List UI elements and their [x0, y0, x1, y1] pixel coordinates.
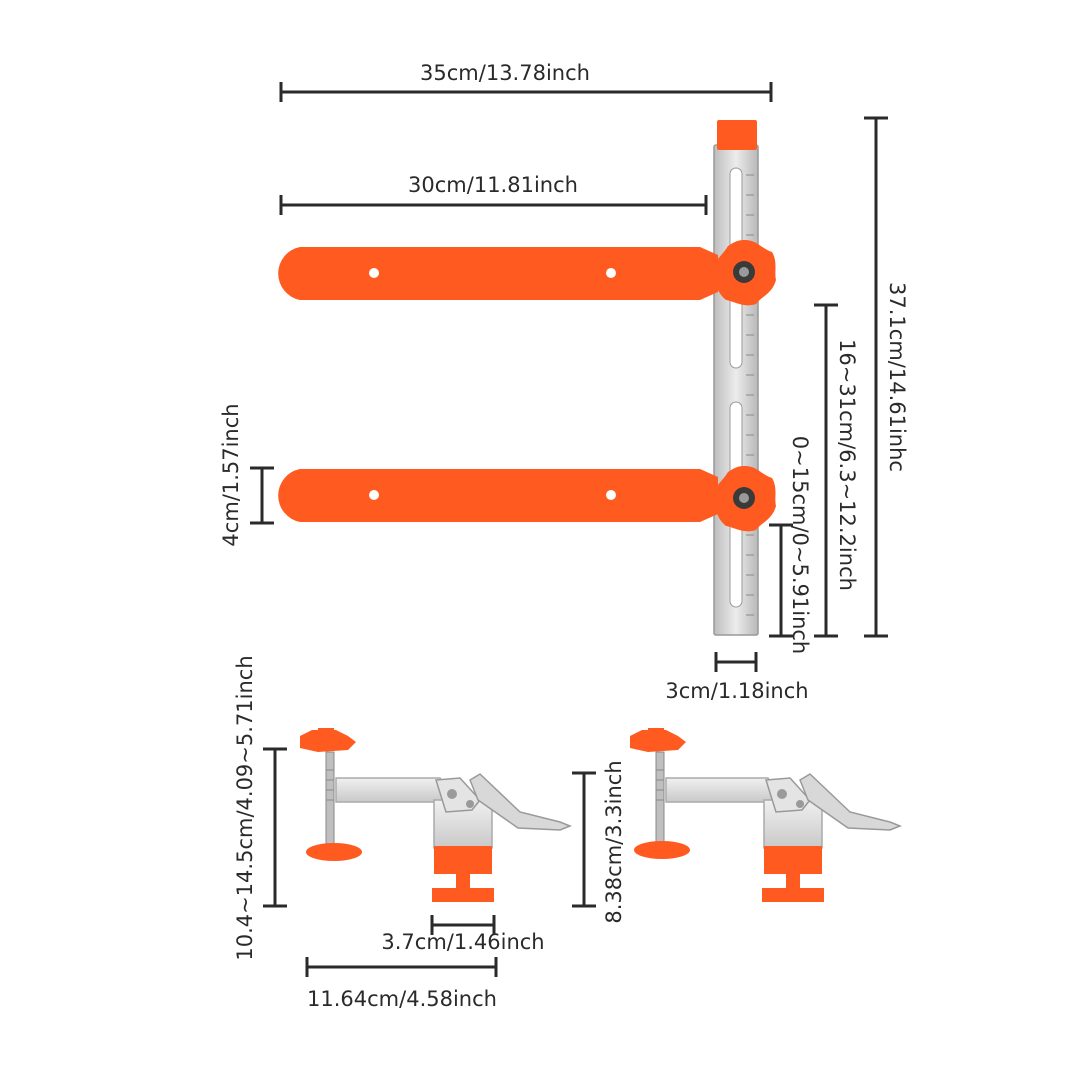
rail-end-cap [717, 120, 757, 150]
label-rail-width: 3cm/1.18inch [665, 679, 808, 703]
dimension-clamp-height-range [263, 747, 287, 908]
label-clamp-height-range: 10.4~14.5cm/4.09~5.71inch [233, 655, 257, 960]
lower-arm [278, 469, 718, 522]
label-overall-width: 35cm/13.78inch [420, 61, 590, 85]
dimension-slide-range [814, 303, 838, 638]
toggle-clamp-left [300, 728, 573, 902]
steel-rail [713, 144, 759, 636]
label-slide-range: 16~31cm/6.3~12.2inch [835, 339, 859, 591]
label-clamp-length: 11.64cm/4.58inch [307, 987, 497, 1011]
label-arm-length: 30cm/11.81inch [408, 173, 578, 197]
dimension-rail-width [714, 652, 758, 672]
upper-arm [278, 247, 718, 300]
dimension-arm-width [250, 466, 274, 525]
label-overall-height: 37.1cm/14.61inhc [885, 282, 909, 472]
toggle-clamp-right [630, 728, 903, 902]
label-lower-range: 0~15cm/0~5.91inch [788, 436, 812, 654]
dimension-overall-height [864, 116, 888, 638]
dimension-clamp-length [305, 957, 498, 977]
label-clamp-height: 8.38cm/3.3inch [602, 760, 626, 923]
lower-knob [712, 466, 776, 532]
upper-knob [712, 240, 776, 306]
label-clamp-jaw-width: 3.7cm/1.46inch [381, 930, 544, 954]
dimension-overall-width [279, 82, 773, 102]
dimension-clamp-jaw-width [430, 915, 496, 935]
dimension-clamp-height [572, 771, 596, 908]
dimension-arm-length [279, 195, 708, 215]
dimension-lower-range [769, 523, 793, 638]
label-arm-width: 4cm/1.57inch [219, 403, 243, 546]
